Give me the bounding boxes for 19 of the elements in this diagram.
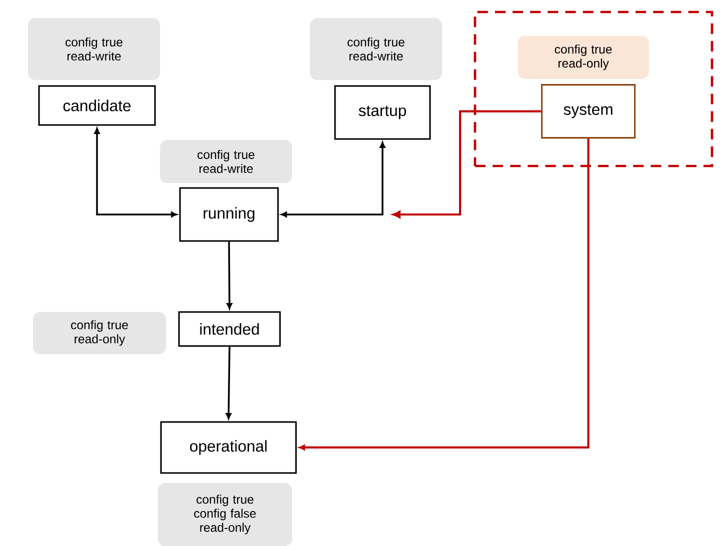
property-tag: config true read-only — [518, 36, 649, 79]
arrow — [94, 128, 178, 218]
arrow — [298, 138, 590, 450]
datastore-box: operational — [160, 421, 297, 474]
datastore-box: running — [179, 187, 279, 242]
arrow — [226, 346, 232, 420]
datastore-box: candidate — [38, 85, 156, 126]
arrow — [226, 242, 232, 310]
property-tag: config true read-write — [28, 18, 160, 80]
arrow — [280, 142, 386, 218]
datastore-box: startup — [334, 85, 431, 140]
property-tag: config true config false read-only — [158, 483, 292, 546]
datastore-box: intended — [178, 311, 281, 347]
property-tag: config true read-write — [310, 18, 442, 80]
property-tag: config true read-only — [33, 312, 166, 354]
datastore-box: system — [541, 84, 636, 139]
property-tag: config true read-write — [160, 140, 292, 183]
dashed-boundary — [474, 10, 714, 168]
arrow — [392, 110, 542, 218]
